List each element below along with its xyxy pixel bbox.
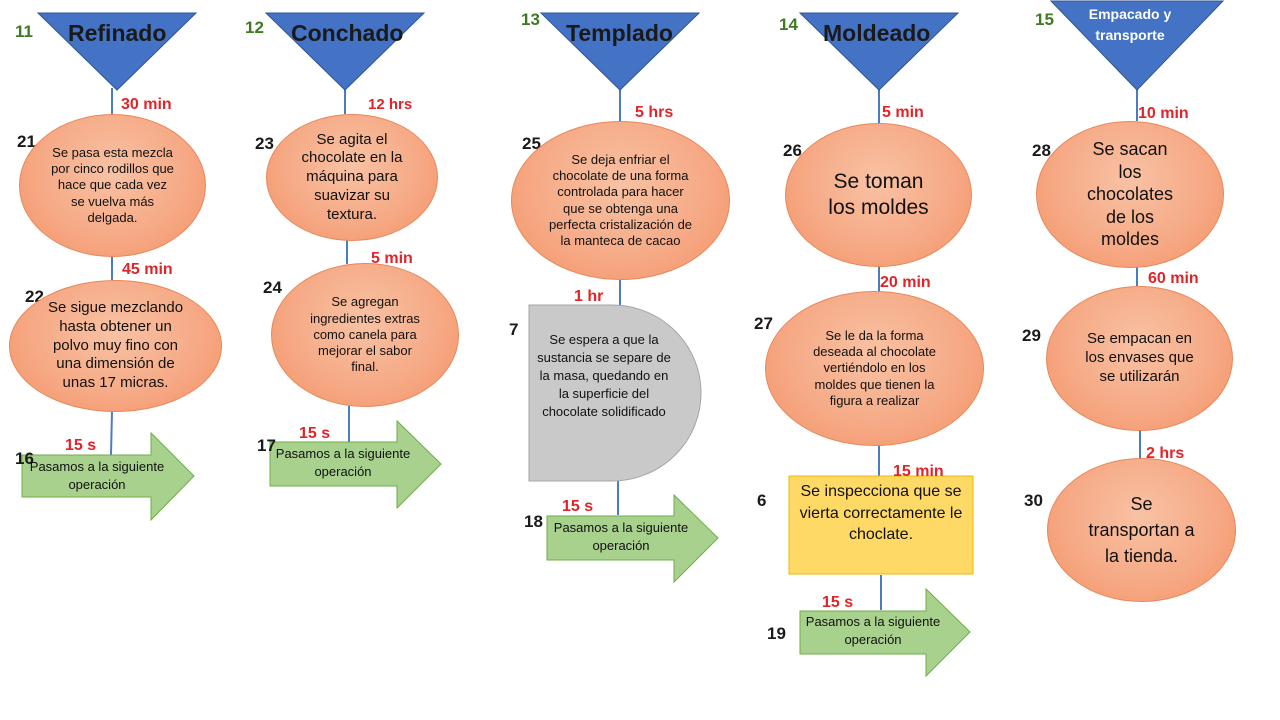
column-number-14: 14	[779, 15, 798, 34]
column-title-conchado: Conchado	[291, 20, 404, 46]
time-label-28: 10 min	[1138, 105, 1189, 122]
column-number-12: 12	[245, 18, 264, 37]
operation-21: Se pasa esta mezcla por cinco rodillos q…	[19, 114, 206, 257]
column-number-13: 13	[521, 10, 540, 29]
operation-30: Se transportan a la tienda.	[1047, 458, 1236, 602]
step-number-29: 29	[1022, 326, 1041, 345]
operation-30-text: Se transportan a la tienda.	[1088, 493, 1195, 567]
time-label-22: 45 min	[122, 261, 173, 278]
operation-21-text: Se pasa esta mezcla por cinco rodillos q…	[51, 144, 174, 225]
inspection-box-6	[788, 475, 974, 575]
transport-18-text: Pasamos a la siguiente operación	[553, 520, 689, 554]
time-label-25: 5 hrs	[635, 104, 674, 121]
time-label-21: 30 min	[121, 96, 172, 113]
operation-27-text: Se le da la forma deseada al chocolate v…	[813, 327, 936, 408]
delay-7-text: Se espera a que la sustancia se separe d…	[537, 332, 671, 419]
storage-triangle-12	[264, 12, 426, 91]
transport-17-text: Pasamos a la siguiente operación	[275, 446, 411, 480]
operation-22: Se sigue mezclando hasta obtener un polv…	[9, 280, 222, 412]
step-number-7: 7	[509, 320, 519, 339]
step-number-17: 17	[257, 436, 276, 455]
operation-28-text: Se sacan los chocolates de los moldes	[1086, 139, 1174, 250]
transport-arrow-19	[799, 587, 971, 678]
operation-23-text: Se agita el chocolate en la máquina para…	[301, 130, 403, 223]
step-number-18: 18	[524, 512, 543, 531]
operation-28: Se sacan los chocolates de los moldes	[1036, 121, 1224, 268]
time-label-18: 15 s	[562, 498, 594, 515]
time-label-24: 5 min	[371, 250, 413, 267]
transport-arrow-18	[546, 493, 719, 584]
column-title-empacado: Empacado y transporte	[1088, 6, 1172, 43]
inspection-6-text: Se inspecciona que se vierta correctamen…	[799, 483, 963, 544]
time-label-27: 20 min	[880, 274, 931, 291]
operation-25-text: Se deja enfriar el chocolate de una form…	[548, 151, 693, 248]
storage-triangle-13	[539, 12, 701, 91]
operation-24-text: Se agregan ingredientes extras como cane…	[310, 294, 420, 375]
step-number-24: 24	[263, 278, 282, 297]
transport-arrow-17	[269, 419, 442, 510]
column-number-15: 15	[1035, 10, 1054, 29]
transport-19-text: Pasamos a la siguiente operación	[805, 614, 941, 648]
column-number-11: 11	[15, 22, 33, 41]
operation-25: Se deja enfriar el chocolate de una form…	[511, 121, 730, 280]
operation-24: Se agregan ingredientes extras como cane…	[271, 263, 459, 407]
step-number-28: 28	[1032, 141, 1051, 160]
step-number-26: 26	[783, 141, 802, 160]
transport-16-text: Pasamos a la siguiente operación	[29, 459, 165, 493]
step-number-23: 23	[255, 134, 274, 153]
operation-29: Se empacan en los envases que se utiliza…	[1046, 286, 1233, 431]
time-label-19: 15 s	[822, 594, 854, 611]
operation-22-text: Se sigue mezclando hasta obtener un polv…	[47, 299, 184, 392]
operation-23: Se agita el chocolate en la máquina para…	[266, 114, 438, 241]
operation-27: Se le da la forma deseada al chocolate v…	[765, 291, 984, 446]
connectors	[110, 88, 1141, 610]
time-label-16: 15 s	[65, 437, 97, 454]
time-label-26: 5 min	[882, 104, 924, 121]
step-number-30: 30	[1024, 491, 1043, 510]
storage-triangle-11	[36, 12, 198, 91]
step-number-27: 27	[754, 314, 773, 333]
operation-26: Se toman los moldes	[785, 123, 972, 267]
time-label-17: 15 s	[299, 425, 331, 442]
transport-arrow-16	[21, 431, 195, 522]
time-label-23: 12 hrs	[368, 96, 413, 113]
delay-shape-7	[528, 304, 702, 482]
operation-29-text: Se empacan en los envases que se utiliza…	[1085, 330, 1194, 385]
step-number-6: 6	[757, 491, 767, 510]
step-number-19: 19	[767, 624, 786, 643]
column-title-templado: Templado	[566, 20, 673, 46]
operation-26-text: Se toman los moldes	[828, 169, 929, 219]
storage-triangle-15	[1049, 0, 1225, 91]
time-label-30: 2 hrs	[1146, 445, 1185, 462]
column-title-moldeado: Moldeado	[823, 20, 931, 46]
step-number-16: 16	[15, 449, 34, 468]
time-label-29: 60 min	[1148, 270, 1199, 287]
step-number-21: 21	[17, 132, 36, 151]
time-label-6: 15 min	[893, 463, 944, 480]
time-label-7: 1 hr	[574, 288, 604, 305]
column-title-refinado: Refinado	[68, 20, 167, 46]
storage-triangle-14	[798, 12, 960, 91]
